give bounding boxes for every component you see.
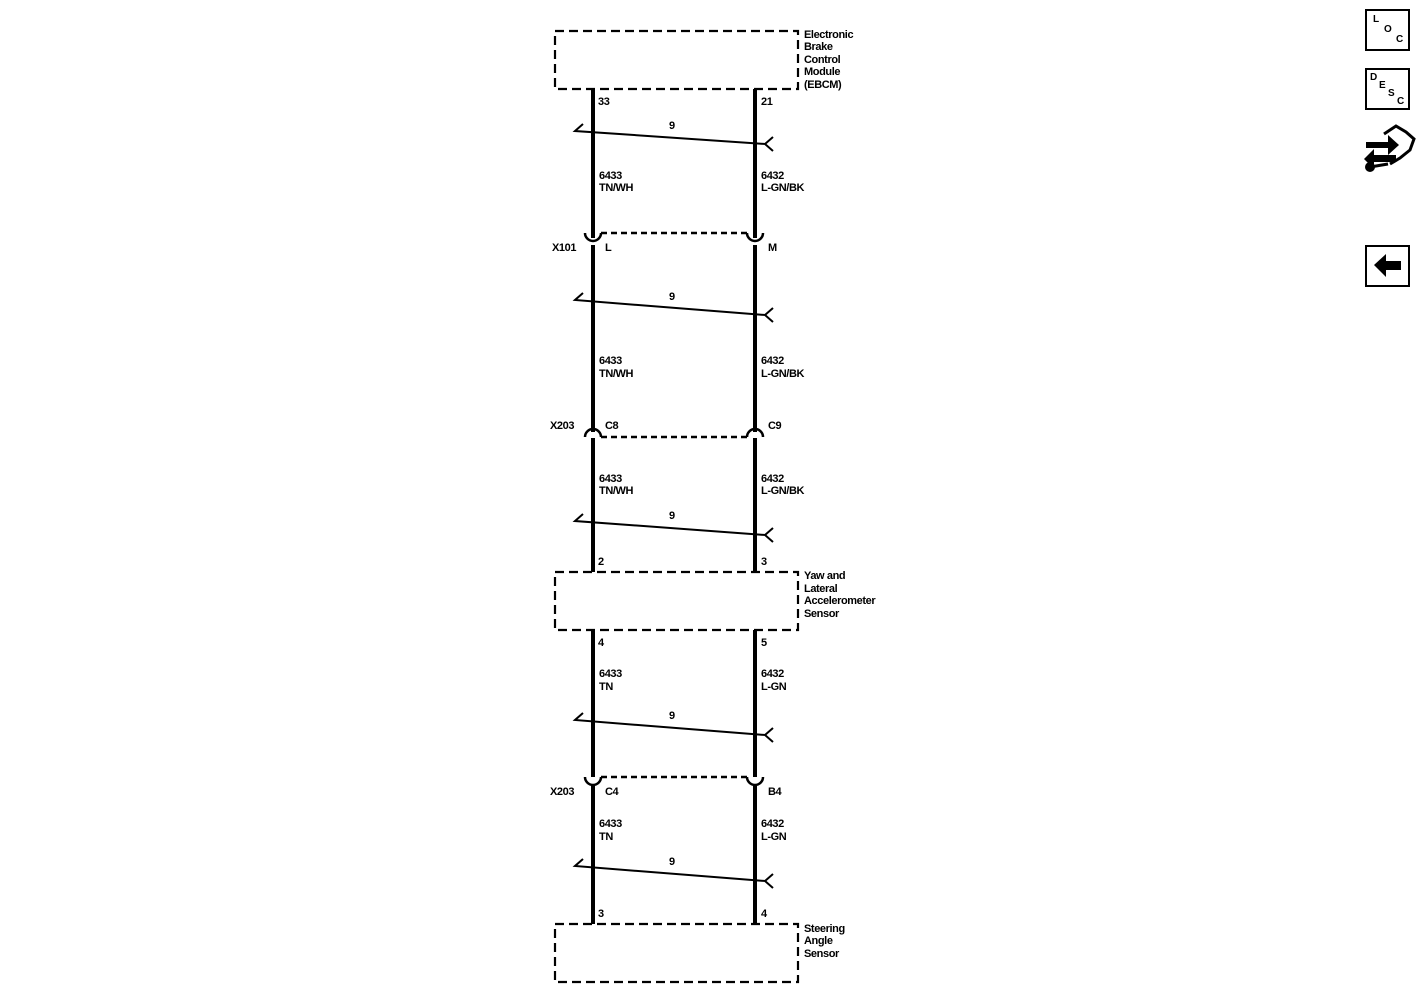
connector-x203-upper-pin-left: C8 — [605, 420, 619, 432]
plug-outline — [1383, 124, 1416, 166]
ebcm-label-line-3: Control — [804, 54, 841, 66]
wire-label-left-1-color: TN/WH — [599, 182, 634, 194]
wires — [591, 89, 757, 924]
wire-label-left-4-color: TN — [599, 681, 613, 693]
wire-label-right-2-circuit: 6432 — [761, 355, 784, 367]
wire-label-left-5-color: TN — [599, 831, 613, 843]
connector-x101-pin-right: M — [768, 242, 777, 254]
desc-letter-e: E — [1379, 80, 1386, 91]
wire-label-left-2-color: TN/WH — [599, 368, 634, 380]
connector-x203-lower: X203 C4 B4 — [550, 775, 783, 798]
yaw-sensor-component: Yaw and Lateral Accelerometer Sensor — [553, 570, 877, 632]
twisted-pair-line — [572, 123, 774, 152]
ebcm-label-line-5: (EBCM) — [804, 79, 842, 91]
wire-label-left-1-circuit: 6433 — [599, 170, 622, 182]
desc-letter-s: S — [1388, 88, 1395, 99]
yaw-sensor-pin-bottom-left: 4 — [598, 637, 605, 649]
twisted-pair-5-label: 9 — [669, 856, 675, 868]
steering-sensor-label-line-1: Steering — [804, 923, 845, 935]
twisted-pair-1 — [572, 123, 774, 152]
loc-letter-o: O — [1384, 24, 1392, 35]
yaw-sensor-pin-top-right: 3 — [761, 556, 767, 568]
wire-label-right-1-color: L-GN/BK — [761, 182, 804, 194]
connector-x203-lower-id: X203 — [550, 786, 574, 798]
connector-x101-terminal-right — [745, 232, 765, 243]
twisted-pair-5 — [572, 858, 774, 889]
connector-x203-lower-pin-right: B4 — [768, 786, 783, 798]
wire-label-left-2-circuit: 6433 — [599, 355, 622, 367]
connector-x101-pin-left: L — [605, 242, 612, 254]
desc-letter-d: D — [1370, 72, 1378, 83]
twisted-pair-2 — [572, 292, 774, 323]
wire-label-right-3-circuit: 6432 — [761, 473, 784, 485]
yaw-sensor-label-line-1: Yaw and — [804, 570, 845, 582]
ebcm-label-line-4: Module — [804, 66, 840, 78]
arrow-right-shape — [1366, 135, 1399, 155]
twisted-pair-line — [572, 513, 774, 543]
yaw-sensor-label-line-3: Accelerometer — [804, 595, 876, 607]
desc-button[interactable]: D E S C — [1365, 68, 1410, 110]
back-button[interactable] — [1365, 245, 1410, 287]
twisted-pair-line — [572, 292, 774, 323]
ebcm-pin-right: 21 — [761, 96, 773, 108]
back-arrow-shape — [1374, 254, 1401, 277]
wire-label-right-4-color: L-GN — [761, 681, 787, 693]
steering-sensor-label-line-2: Angle — [804, 935, 833, 947]
wire-label-left-3-color: TN/WH — [599, 485, 634, 497]
wire-label-right-5-circuit: 6432 — [761, 818, 784, 830]
desc-letter-c: C — [1397, 96, 1405, 107]
wire-label-right-5-color: L-GN — [761, 831, 787, 843]
twisted-pair-3-label: 9 — [669, 510, 675, 522]
terminal-lead — [1369, 162, 1389, 169]
steering-sensor-box — [553, 922, 800, 984]
connector-x101-id: X101 — [552, 242, 576, 254]
steering-sensor-pin-right: 4 — [761, 908, 768, 920]
steering-sensor-pin-left: 3 — [598, 908, 604, 920]
connector-x203-upper-terminal-left — [583, 427, 603, 438]
loc-letter-l: L — [1373, 14, 1380, 25]
wire-label-left-5-circuit: 6433 — [599, 818, 622, 830]
connector-end-view-icon — [1364, 124, 1416, 172]
yaw-sensor-box — [553, 570, 800, 632]
steering-sensor-component: Steering Angle Sensor — [553, 922, 845, 984]
connector-x101-terminal-left — [583, 232, 603, 243]
connector-end-view-button[interactable] — [1362, 122, 1417, 177]
twisted-pair-3 — [572, 513, 774, 543]
ebcm-box — [553, 29, 800, 91]
wire-label-right-2-color: L-GN/BK — [761, 368, 804, 380]
wire-label-left-4-circuit: 6433 — [599, 668, 622, 680]
ebcm-label-line-1: Electronic — [804, 29, 853, 41]
connector-x203-upper-id: X203 — [550, 420, 574, 432]
yaw-sensor-label-line-4: Sensor — [804, 608, 840, 620]
loc-letter-c: C — [1396, 34, 1404, 45]
wire-label-right-3-color: L-GN/BK — [761, 485, 804, 497]
twisted-pair-line — [572, 712, 774, 743]
ebcm-label-line-2: Brake — [804, 41, 833, 53]
yaw-sensor-pin-bottom-right: 5 — [761, 637, 767, 649]
twisted-pair-1-label: 9 — [669, 120, 675, 132]
twisted-pair-2-label: 9 — [669, 291, 675, 303]
steering-sensor-label-line-3: Sensor — [804, 948, 840, 960]
wire-label-left-3-circuit: 6433 — [599, 473, 622, 485]
twisted-pair-line — [572, 858, 774, 889]
connector-x203-lower-terminal-right — [745, 776, 765, 787]
yaw-sensor-label-line-2: Lateral — [804, 583, 838, 595]
back-arrow-icon — [1374, 254, 1401, 277]
connector-x101: X101 L M — [552, 231, 777, 254]
twisted-pair-4-label: 9 — [669, 710, 675, 722]
wire-label-right-1-circuit: 6432 — [761, 170, 784, 182]
connector-x203-lower-pin-left: C4 — [605, 786, 620, 798]
connector-x203-upper-terminal-right — [745, 427, 765, 438]
connector-x203-upper-pin-right: C9 — [768, 420, 782, 432]
yaw-sensor-pin-top-left: 2 — [598, 556, 604, 568]
loc-button[interactable]: L O C — [1365, 9, 1410, 51]
connector-x203-lower-terminal-left — [583, 776, 603, 787]
ebcm-pin-left: 33 — [598, 96, 610, 108]
ebcm-component: Electronic Brake Control Module (EBCM) — [553, 29, 854, 91]
connector-x203-upper: X203 C8 C9 — [550, 420, 782, 439]
wire-label-right-4-circuit: 6432 — [761, 668, 784, 680]
twisted-pair-4 — [572, 712, 774, 743]
